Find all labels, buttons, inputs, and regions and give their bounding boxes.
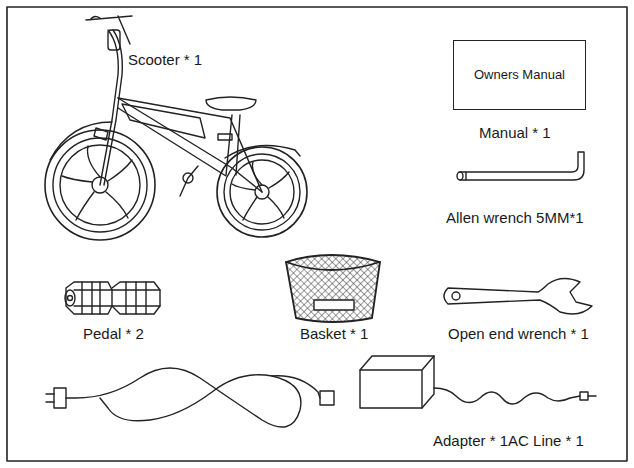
manual-box: Owners Manual <box>453 40 586 110</box>
scooter-drawing <box>45 16 307 240</box>
part-label: Pedal * 2 <box>83 325 144 343</box>
open-end-wrench-drawing <box>444 278 592 314</box>
part-label: Adapter * 1AC Line * 1 <box>433 432 584 450</box>
pedal-drawing <box>65 282 160 314</box>
part-label: Scooter * 1 <box>128 51 202 69</box>
basket-drawing <box>286 255 380 322</box>
part-label: Manual * 1 <box>479 124 551 142</box>
allen-wrench-drawing <box>457 152 584 180</box>
outer-frame <box>7 7 627 461</box>
part-label: Open end wrench * 1 <box>448 325 589 343</box>
ac-line-drawing <box>46 368 334 427</box>
part-label: Basket * 1 <box>300 325 368 343</box>
node-text: Owners Manual <box>474 67 565 83</box>
adapter-drawing <box>360 356 596 408</box>
part-label: Allen wrench 5MM*1 <box>446 209 584 227</box>
